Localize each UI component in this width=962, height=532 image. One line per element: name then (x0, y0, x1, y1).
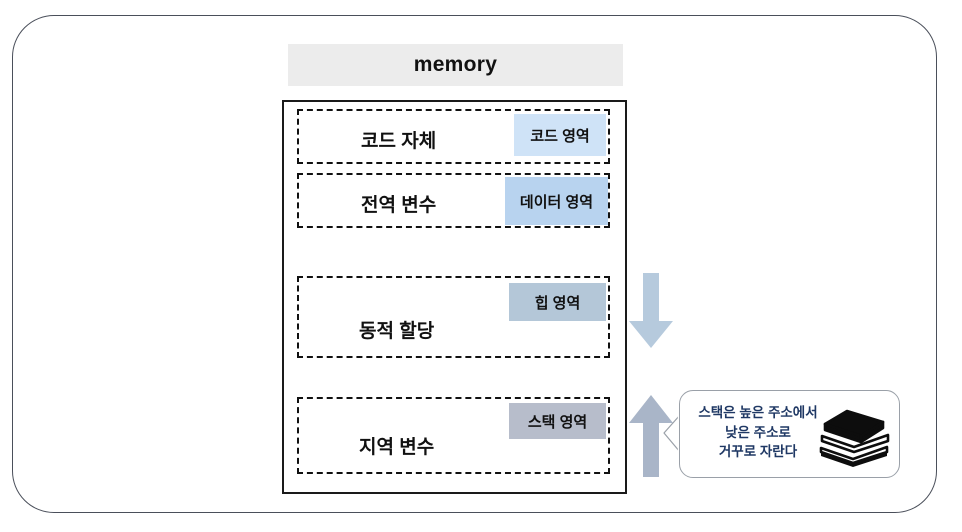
page-title: memory (413, 53, 498, 76)
stack-growth-up-arrow-icon (628, 394, 674, 478)
segment-code: 코드 자체 코드 영역 (297, 109, 610, 164)
callout-text: 스택은 높은 주소에서 낮은 주소로 거꾸로 자란다 (688, 403, 828, 462)
callout-line-2: 낮은 주소로 (725, 424, 791, 440)
segment-data-badge: 데이터 영역 (505, 177, 608, 225)
segment-code-badge: 코드 영역 (514, 114, 606, 156)
heap-growth-down-arrow-icon (628, 273, 674, 349)
callout-line-1: 스택은 높은 주소에서 (698, 405, 818, 420)
segment-stack: 지역 변수 스택 영역 (297, 397, 610, 474)
callout-line-3: 거꾸로 자란다 (718, 444, 798, 460)
stacked-books-icon (817, 405, 891, 467)
memory-title-bar: memory (288, 44, 623, 86)
segment-stack-badge: 스택 영역 (509, 403, 606, 439)
segment-heap: 동적 할당 힙 영역 (297, 276, 610, 358)
segment-data-label: 전역 변수 (361, 195, 437, 216)
segment-heap-label: 동적 할당 (359, 321, 435, 342)
segment-heap-badge: 힙 영역 (509, 283, 606, 321)
segment-data: 전역 변수 데이터 영역 (297, 173, 610, 228)
stack-direction-callout: 스택은 높은 주소에서 낮은 주소로 거꾸로 자란다 (679, 390, 900, 478)
segment-code-label: 코드 자체 (361, 131, 437, 152)
callout-tail (661, 414, 681, 454)
segment-stack-label: 지역 변수 (359, 437, 435, 458)
